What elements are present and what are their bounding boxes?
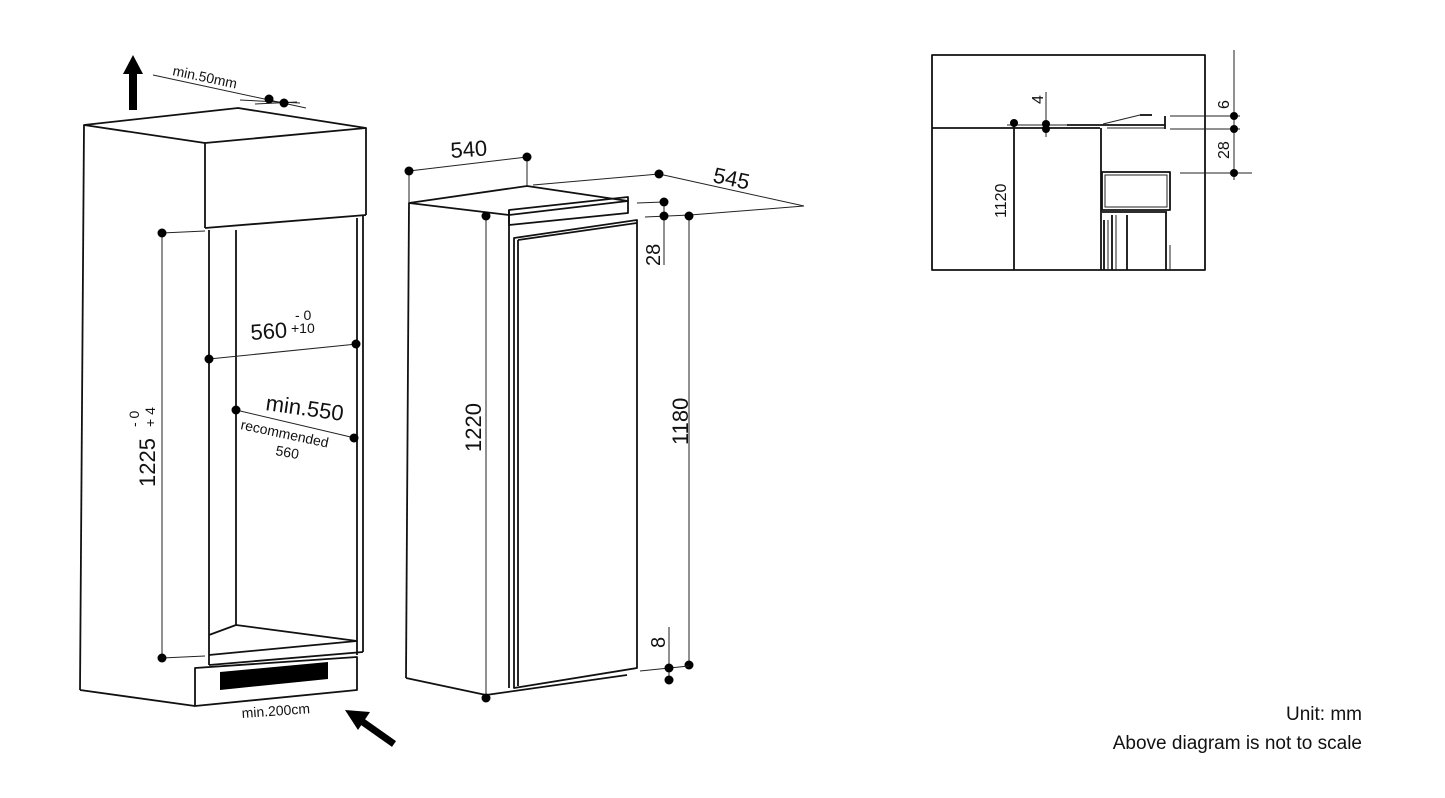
detail-gap-28-label: 28 [1216,141,1233,159]
diagram-notes: Unit: mm Above diagram is not to scale [1113,700,1362,758]
niche-width-label: 560 [250,317,288,345]
bottom-offset-label: 8 [648,637,670,648]
scale-note: Above diagram is not to scale [1112,733,1362,754]
appliance-drawing: 540 545 28 1180 1220 8 [404,135,805,703]
vent-opening-label: min.200cm [241,700,310,721]
detail-gap-6-label: 6 [1216,100,1233,109]
niche-depth-recommended-value: 560 [274,442,300,462]
door-height-label: 1180 [668,398,693,445]
niche-height-tol-upper: - 0 [126,410,142,427]
niche-width-tol-lower: +10 [291,320,315,336]
niche-height-tol-lower: + 4 [142,407,158,427]
appliance-width-label: 540 [450,135,488,163]
top-clearance-label: min.50mm [171,62,238,91]
vent-grille [220,662,328,690]
niche-depth-min-label: min.550 [264,390,345,426]
arrow-in-icon [345,710,397,747]
arrow-up-icon [123,55,143,110]
top-offset-label: 28 [643,244,665,266]
detail-gap-4-label: 4 [1030,95,1047,104]
detail-section-drawing: 1120 4 6 28 [931,50,1252,271]
niche-height-label: 1225 [135,438,160,487]
appliance-height-label: 1220 [461,403,486,452]
cabinet-niche-drawing: min.50mm min.200cm 122 [79,55,397,747]
detail-height-label: 1120 [993,183,1010,218]
appliance-depth-label: 545 [711,162,752,194]
niche-width-tol-upper: - 0 [295,307,312,323]
unit-note: Unit: mm [1286,704,1362,725]
